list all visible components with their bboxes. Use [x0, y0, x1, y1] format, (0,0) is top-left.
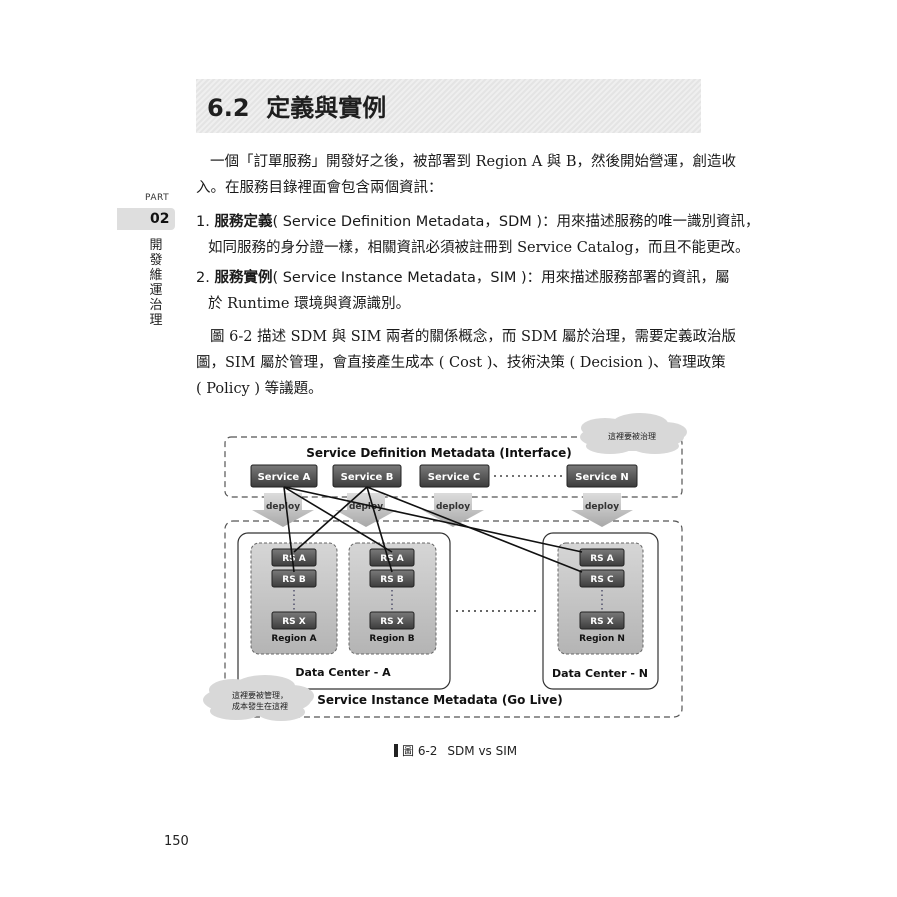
sdm-title: Service Definition Metadata (Interface) [306, 446, 571, 460]
section-number: 6.2 [207, 94, 250, 122]
list-item-1-abbr: ( Service Definition Metadata，SDM ) [272, 214, 543, 230]
region-b: RS A RS B RS X Region B [348, 542, 437, 655]
list-item-1-line-2: 如同服務的身分證一樣，相關資訊必須被註冊到 Service Catalog，而且… [208, 240, 750, 256]
intro-line-1: 一個「訂單服務」開發好之後，被部署到 Region A 與 B，然後開始營運，創… [210, 154, 737, 170]
datacenter-n-label: Data Center - N [552, 667, 648, 680]
region-a-rs-b: RS B [282, 575, 306, 585]
service-c-button: Service C [419, 464, 490, 488]
cloud-top-label: 這裡要被治理 [608, 431, 656, 441]
region-b-rs-b: RS B [380, 575, 404, 585]
cloud-management-icon: 這裡要被管理， 成本發生在這裡 [203, 675, 314, 721]
section-heading-bar [196, 79, 701, 133]
region-b-rs-a: RS A [380, 554, 404, 564]
region-b-rs-x: RS X [380, 617, 404, 627]
part-badge [117, 208, 175, 230]
service-n-button: Service N [566, 464, 638, 488]
list-item-2: 2. 服務實例( Service Instance Metadata，SIM )… [196, 265, 730, 291]
list-item-2-desc: ：用來描述服務部署的資訊，屬 [526, 270, 730, 286]
service-instance-links [283, 486, 583, 573]
deploy-label-c: deploy [436, 502, 470, 512]
deploy-label-b: deploy [349, 502, 383, 512]
para2-line-3: ( Policy ) 等議題。 [196, 381, 323, 397]
part-label: PART [145, 193, 170, 203]
region-b-label: Region B [369, 634, 414, 644]
page-number: 150 [164, 834, 189, 849]
deploy-arrow-c: deploy [422, 493, 484, 527]
region-n-label: Region N [579, 634, 625, 644]
list-item-1-desc: ：用來描述服務的唯一識別資訊， [542, 214, 760, 230]
list-item-1-term: 服務定義 [214, 214, 273, 230]
para2-line-2: 圖，SIM 屬於管理，會直接產生成本 ( Cost )、技術決策 ( Decis… [196, 355, 726, 371]
cloud-governance-icon: 這裡要被治理 [580, 413, 687, 454]
region-n: RS A RS C RS X Region N [557, 542, 644, 655]
region-n-rs-c: RS C [590, 575, 614, 585]
region-a-label: Region A [271, 634, 316, 644]
service-b-button: Service B [332, 464, 402, 488]
list-item-1: 1. 服務定義( Service Definition Metadata，SDM… [196, 209, 760, 235]
section-heading: 6.2 定義與實例 [207, 88, 386, 123]
deploy-label-a: deploy [266, 502, 300, 512]
deploy-arrow-n: deploy [571, 493, 633, 527]
region-a-rs-a: RS A [282, 554, 306, 564]
list-item-2-number: 2. [196, 270, 210, 286]
region-n-rs-a: RS A [590, 554, 614, 564]
caption-text: SDM vs SIM [447, 744, 518, 758]
region-a: RS A RS B RS X Region A [250, 542, 338, 655]
datacenter-a-label: Data Center - A [295, 666, 391, 679]
cloud-bottom-label-2: 成本發生在這裡 [232, 701, 288, 711]
list-item-2-abbr: ( Service Instance Metadata，SIM ) [272, 270, 527, 286]
region-a-rs-x: RS X [282, 617, 306, 627]
deploy-label-n: deploy [585, 502, 619, 512]
deploy-arrow-a: deploy [252, 493, 314, 527]
part-title: 開發維運治理 [149, 238, 163, 328]
service-a-button: Service A [250, 464, 318, 488]
list-item-2-term: 服務實例 [214, 270, 273, 286]
para2-line-1: 圖 6-2 描述 SDM 與 SIM 兩者的關係概念，而 SDM 屬於治理，需要… [210, 329, 737, 345]
caption-bar [394, 744, 398, 757]
intro-line-2: 入。在服務目錄裡面會包含兩個資訊： [196, 180, 443, 196]
service-a-label: Service A [258, 472, 311, 483]
caption-label: 圖 6-2 [402, 744, 438, 758]
service-n-label: Service N [575, 472, 628, 483]
sim-title: Service Instance Metadata (Go Live) [317, 693, 563, 707]
list-item-1-number: 1. [196, 214, 210, 230]
cloud-bottom-label-1: 這裡要被管理， [232, 690, 288, 700]
part-number: 02 [150, 211, 170, 227]
figure-caption: 圖 6-2 SDM vs SIM [394, 742, 517, 759]
service-c-label: Service C [428, 472, 480, 483]
section-title: 定義與實例 [266, 94, 387, 122]
region-n-rs-x: RS X [590, 617, 614, 627]
list-item-2-line-2: 於 Runtime 環境與資源識別。 [208, 296, 411, 312]
service-b-label: Service B [341, 472, 394, 483]
